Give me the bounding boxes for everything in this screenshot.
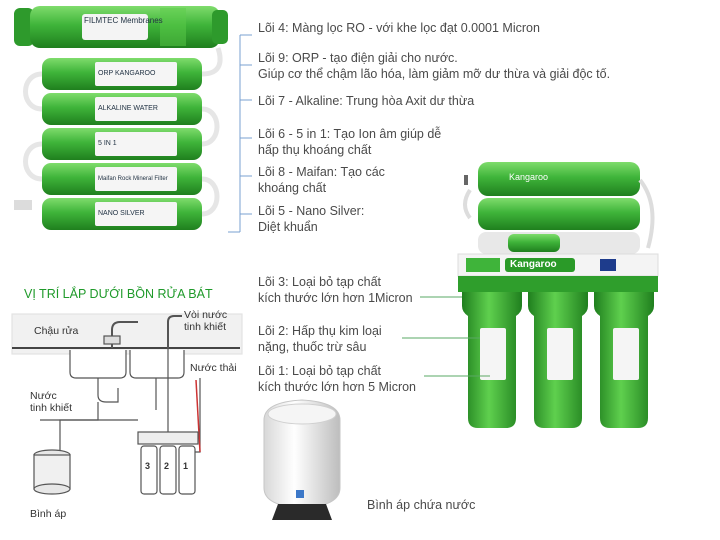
label-sink: Chậu rửa xyxy=(34,325,79,337)
label-waste: Nước thải xyxy=(190,362,237,374)
ro-membrane-cartridge xyxy=(14,6,228,48)
cartridge-stack xyxy=(14,47,223,230)
cartridge-label-orp: ORP KANGAROO xyxy=(98,70,156,77)
filter-desc-7: Lõi 7 - Alkaline: Trung hòa Axit dư thừa xyxy=(258,94,475,108)
cartridge-label-nano: NANO SILVER xyxy=(98,210,145,217)
label-tank-small: Bình áp xyxy=(30,508,67,520)
install-title: VỊ TRÍ LẮP DƯỚI BỒN RỬA BÁT xyxy=(24,287,213,301)
install-diagram xyxy=(11,313,243,495)
callout-lines-bottom xyxy=(402,296,490,377)
filter-number-2: 2 xyxy=(164,461,170,471)
machine-brand-top: Kangaroo xyxy=(509,172,549,182)
purifier-machine xyxy=(457,162,659,428)
filter-desc-4: Lõi 4: Màng lọc RO - với khe lọc đạt 0.0… xyxy=(258,21,540,35)
filter-desc-9: Lõi 9: ORP - tạo điện giải cho nước.Giúp… xyxy=(258,51,611,81)
filter-number-1: 1 xyxy=(183,461,189,471)
cartridge-label-5in1: 5 IN 1 xyxy=(98,140,117,147)
cartridge-label-ro: FILMTEC Membranes xyxy=(84,16,163,25)
machine-brand-plate: Kangaroo xyxy=(510,259,557,270)
filter-number-3: 3 xyxy=(145,461,151,471)
pressure-tank xyxy=(263,399,341,520)
cartridge-label-alkaline: ALKALINE WATER xyxy=(98,105,158,112)
cartridge-label-maifan: Maifan Rock Mineral Filter xyxy=(98,176,168,182)
filter-desc-5: Lõi 5 - Nano Silver:Diệt khuẩn xyxy=(258,204,365,234)
tank-caption: Bình áp chứa nước xyxy=(367,498,476,512)
callout-lines-top xyxy=(228,34,252,233)
